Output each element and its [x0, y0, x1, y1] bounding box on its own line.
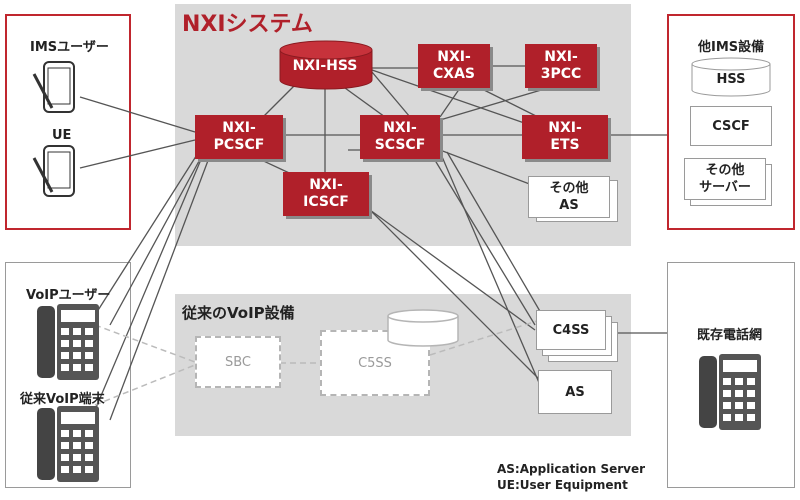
legend-ue: UE:User Equipment: [497, 478, 628, 492]
nxi-icscf-node: NXI- ICSCF: [283, 172, 369, 216]
desk-phone-icon: [37, 406, 99, 482]
nxi-ets-node: NXI- ETS: [522, 115, 608, 159]
nxi-scscf-node: NXI- SCSCF: [360, 115, 440, 159]
as-node: AS: [538, 370, 612, 414]
other-ims-title: 他IMS設備: [698, 40, 765, 55]
nxi-hss-database-icon: [279, 40, 373, 90]
ims-users-title: IMSユーザー: [30, 40, 109, 55]
other-as-node: その他 AS: [528, 176, 610, 218]
voip-users-title: VoIPユーザー: [26, 288, 111, 303]
c4ss-node: C4SS: [536, 310, 606, 350]
legend-as: AS:Application Server: [497, 462, 646, 476]
smartphone-icon: [32, 61, 75, 113]
nxi-pcscf-node: NXI- PCSCF: [195, 115, 283, 159]
existing-network-title: 既存電話網: [697, 328, 763, 343]
hss-database-icon: [691, 57, 771, 97]
other-servers-node: その他 サーバー: [684, 158, 766, 200]
nxi-3pcc-node: NXI- 3PCC: [525, 44, 597, 88]
hss-label: HSS: [716, 72, 746, 87]
nxi-system-title: NXIシステム: [182, 12, 313, 37]
legacy-terminal-label: 従来VoIP端末: [20, 392, 105, 407]
desk-phone-icon: [699, 354, 761, 430]
cscf-node: CSCF: [690, 106, 772, 146]
sbc-node: SBC: [195, 336, 281, 388]
desk-phone-icon: [37, 304, 99, 380]
legacy-voip-title: 従来のVoIP設備: [182, 304, 295, 322]
nxi-cxas-node: NXI- CXAS: [418, 44, 490, 88]
nxi-hss-label: NXI-HSS: [292, 58, 358, 74]
c5ss-database-icon: [387, 309, 459, 347]
ue-label: UE: [52, 128, 72, 143]
smartphone-icon: [32, 145, 75, 197]
